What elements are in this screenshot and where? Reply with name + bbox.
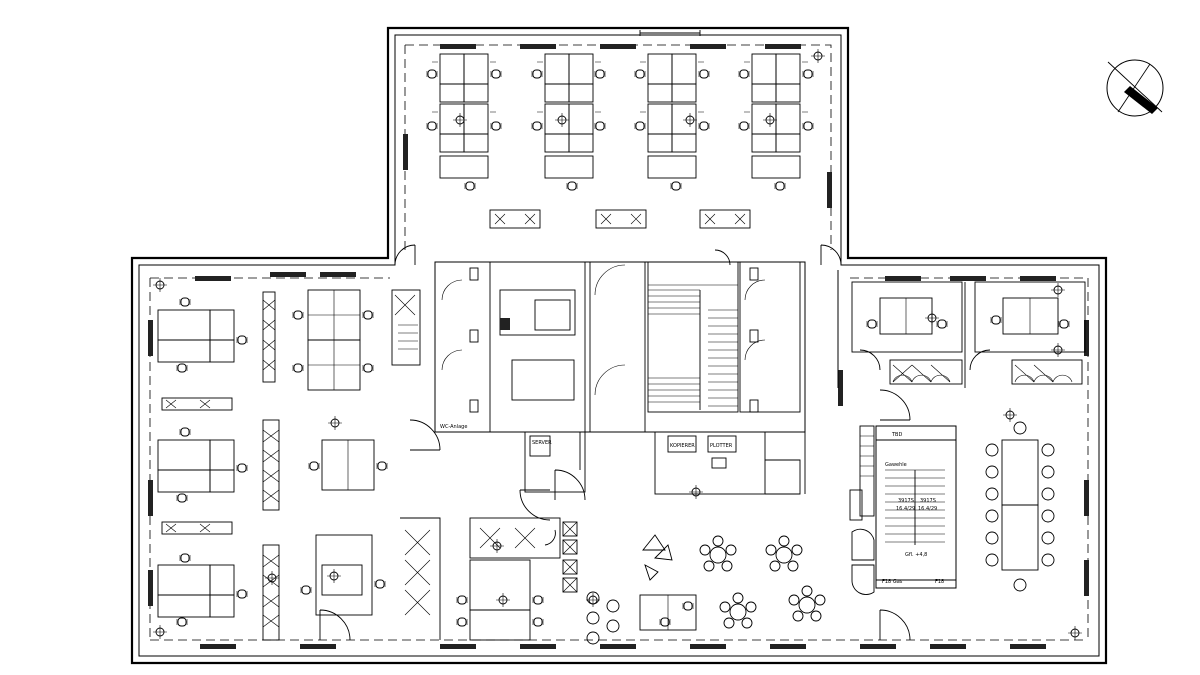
stair-bottom-right-label: F18 [935,579,944,585]
interior-walls [440,270,966,494]
building-core: WC-Anlage [434,261,806,433]
bottom-center-offices [400,517,578,641]
stair-note-2: 3917S [920,498,936,504]
stair-note-1: 3917S [898,498,914,504]
stair-value-2: 16.4/29 [918,506,937,512]
right-wing: TBD Gawehle 3917S 3917S 16.4/29 16.4/29 … [849,281,1086,641]
server-label: SERVER [532,440,552,446]
stair-mid-label: Gfl. +4,8 [905,552,927,558]
stair-value-1: 16.4/29 [896,506,915,512]
copier-label: KOPIERER [670,443,695,449]
outer-walls [130,26,1108,665]
left-wing-workstations [152,277,421,641]
dimension-marker [639,30,701,36]
stair-room-label: TBD [891,432,902,438]
lounge-area [585,534,826,645]
wc-label: WC-Anlage [440,424,467,430]
top-workstations [426,48,826,191]
stair-side-label: Gawehle [885,462,907,468]
top-meeting-tables [489,209,751,229]
radiators [148,44,1089,649]
north-arrow-icon [1106,59,1164,117]
plotter-room: KOPIERER PLOTTER [654,431,801,500]
stair-bottom-left-label: F18 Gas [882,579,903,585]
plotter-label: PLOTTER [710,443,733,449]
